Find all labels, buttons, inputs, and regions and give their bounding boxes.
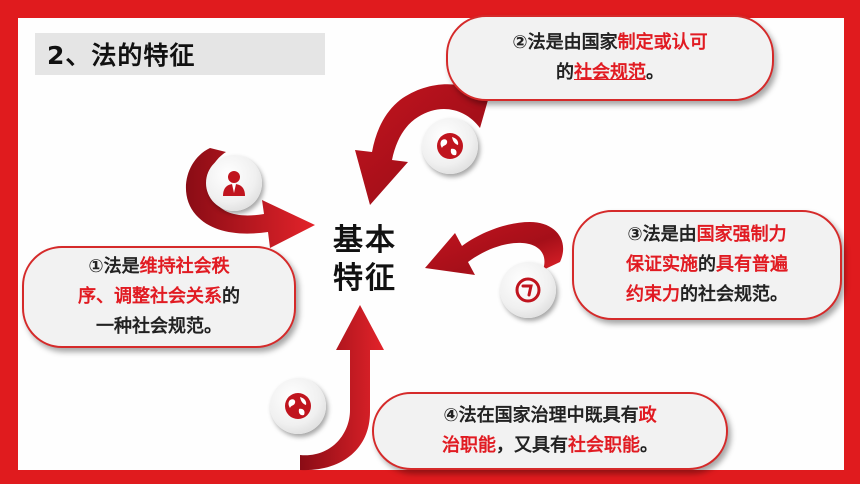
- bubble3-highlight-d: 约束力: [626, 284, 680, 305]
- slide-title: 2、法的特征: [47, 41, 196, 70]
- feature-bubble-3: ③法是由国家强制力 保证实施的具有普遍 约束力的社会规范。: [572, 210, 842, 320]
- bubble1-highlight-a: 维持社会秩: [139, 256, 230, 277]
- bubble4-text-c: 。: [640, 435, 658, 456]
- feature-bubble-2: ②法是由国家制定或认可 的社会规范。: [446, 15, 774, 101]
- bubble2-text-a: ②法是由国家: [512, 32, 618, 53]
- bubble4-highlight-c: 社会职能: [568, 435, 640, 456]
- bubble3-highlight-b: 保证实施: [626, 254, 698, 275]
- bubble4-highlight-b: 治职能: [442, 435, 496, 456]
- feature-bubble-4: ④法在国家治理中既具有政 治职能，又具有社会职能。: [372, 392, 728, 470]
- feature-bubble-1: ①法是维持社会秩 序、调整社会关系的 一种社会规范。: [22, 246, 296, 348]
- globe-icon: [270, 378, 326, 434]
- bubble2-highlight-b: 社会规范: [574, 62, 646, 83]
- center-label: 基本 特征: [325, 222, 405, 298]
- bubble1-text-a: ①法是: [88, 256, 140, 277]
- arrow-right: [425, 222, 564, 275]
- bubble3-text-c: 的社会规范。: [680, 284, 788, 305]
- arrow-top: [355, 84, 488, 205]
- person-icon: [206, 155, 262, 211]
- bubble2-text-b: 的: [556, 62, 574, 83]
- bubble4-text-b: ，又具有: [496, 435, 568, 456]
- bubble1-text-b: 的: [222, 286, 240, 307]
- bubble2-highlight-a: 制定或认可: [617, 32, 708, 53]
- arrow-bottom: [300, 305, 384, 471]
- bubble1-highlight-b: 序、调整社会关系: [78, 286, 222, 307]
- bubble4-highlight-a: 政: [638, 405, 657, 426]
- bubble4-text-a: ④法在国家治理中既具有: [443, 405, 639, 426]
- bubble1-text-c: 一种社会规范。: [96, 316, 222, 337]
- title-bar: 2、法的特征: [35, 33, 325, 75]
- clock-icon: [500, 262, 556, 318]
- center-label-line1: 基本: [333, 223, 397, 258]
- center-label-line2: 特征: [333, 261, 397, 296]
- globe-icon: [422, 118, 478, 174]
- bubble3-highlight-a: 国家强制力: [696, 224, 787, 245]
- bubble3-text-a: ③法是由: [627, 224, 697, 245]
- bubble3-text-b: 的: [698, 254, 716, 275]
- arrow-left: [185, 148, 315, 248]
- bubble2-text-c: 。: [646, 62, 664, 83]
- bubble3-highlight-c: 具有普遍: [716, 254, 788, 275]
